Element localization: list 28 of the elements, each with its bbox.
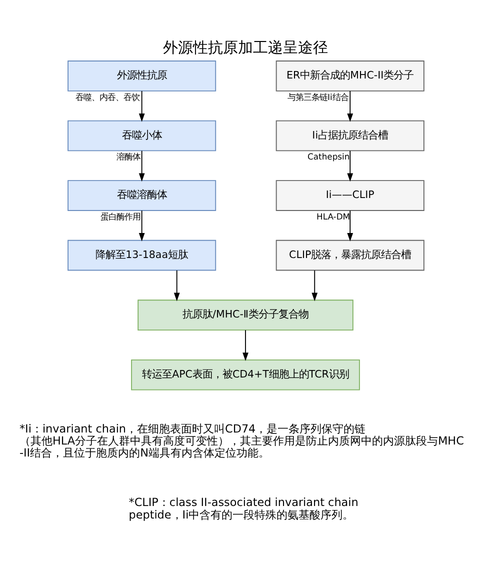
arrow	[174, 270, 180, 302]
arrow	[347, 210, 354, 242]
node-box: 吞噬溶酶体	[68, 180, 216, 211]
node-box: Ii——CLIP	[276, 180, 424, 211]
arrow	[347, 90, 354, 122]
edge-label: 与第三条链Ii结合	[287, 92, 348, 102]
arrow	[138, 210, 145, 242]
node-box: 转运至APC表面，被CD4+T细胞上的TCR识别	[131, 359, 360, 390]
label: *Ii：invariant chain，在细胞表面时又叫CD74，是一条序列保守的链（其他HLA分子在人群中具有高度可变性），其主要作用是防止内质网中的内源肽段与MHC-II结合，且位于胞质内的N端具有内含体定位功能。	[19, 422, 464, 460]
node-box: 外源性抗原	[68, 60, 216, 92]
edge-label: HLA-DM	[316, 211, 350, 222]
node-box: 抗原肽/MHC-Ⅱ类分子复合物	[138, 300, 354, 330]
arrow	[138, 150, 145, 182]
edge-label: 蛋白酶作用	[100, 211, 140, 222]
edge-label: Cathepsin	[308, 152, 350, 162]
node-box: 吞噬小体	[68, 120, 216, 152]
diagram-title: 外源性抗原加工递呈途径	[163, 38, 328, 56]
node-box: Ii占据抗原结合槽	[276, 120, 424, 152]
node-box: 降解至13-18aa短肽	[68, 240, 216, 271]
arrow	[347, 150, 354, 182]
node-box: ER中新合成的MHC-II类分子	[276, 60, 424, 92]
arrow	[242, 330, 248, 361]
arrow	[138, 90, 145, 122]
node-box: CLIP脱落，暴露抗原结合槽	[276, 240, 424, 271]
edge-label: 吞噬、内吞、吞饮	[76, 92, 140, 102]
arrow	[312, 270, 318, 302]
edge-label: 溶酶体	[116, 152, 141, 162]
label: *CLIP：class II-associated invariant chain peptide，Ii中含有的一段特殊的氨基酸序列。	[128, 496, 358, 522]
